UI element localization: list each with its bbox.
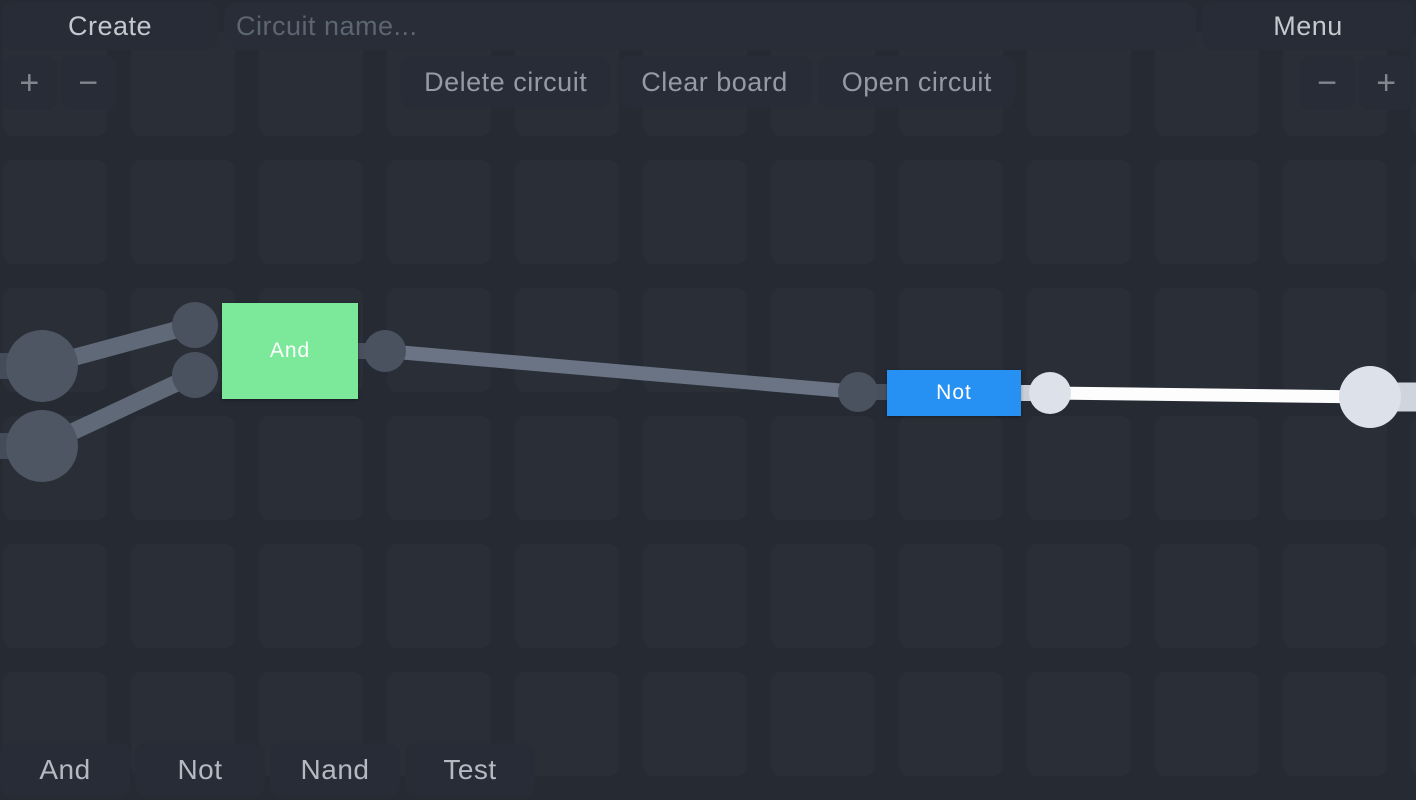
palette-item-and[interactable]: And — [0, 743, 130, 796]
gate-not[interactable]: Not — [887, 370, 1021, 416]
zoom-out-button-left[interactable]: − — [61, 56, 116, 110]
zoom-in-button-left[interactable]: + — [2, 56, 57, 110]
zoom-controls-right: − + — [1299, 56, 1414, 110]
not-output-terminal[interactable] — [1029, 372, 1071, 414]
palette-item-nand[interactable]: Nand — [270, 743, 400, 796]
wire-not-to-output — [1049, 386, 1371, 404]
open-circuit-button[interactable]: Open circuit — [817, 56, 1016, 108]
not-input-terminal[interactable] — [838, 372, 878, 412]
and-input-terminal-1[interactable] — [172, 302, 218, 348]
palette-item-test[interactable]: Test — [405, 743, 535, 796]
delete-circuit-button[interactable]: Delete circuit — [400, 56, 612, 108]
toolbar-row: + − Delete circuit Clear board Open circ… — [2, 56, 1414, 110]
zoom-out-button-right[interactable]: − — [1299, 56, 1355, 110]
create-button[interactable]: Create — [2, 2, 218, 50]
zoom-controls-left: + − — [2, 56, 116, 110]
menu-button[interactable]: Menu — [1202, 2, 1414, 50]
input-node-1[interactable] — [6, 330, 78, 402]
gate-and[interactable]: And — [222, 303, 358, 399]
wire-and-to-not — [384, 344, 859, 399]
clear-board-button[interactable]: Clear board — [617, 56, 812, 108]
circuit-name-input[interactable] — [224, 2, 1196, 50]
output-node[interactable] — [1339, 366, 1401, 428]
palette-item-not[interactable]: Not — [135, 743, 265, 796]
and-output-terminal[interactable] — [364, 330, 406, 372]
top-bar: Create Menu — [2, 2, 1414, 50]
and-input-terminal-2[interactable] — [172, 352, 218, 398]
input-node-2[interactable] — [6, 410, 78, 482]
zoom-in-button-right[interactable]: + — [1358, 56, 1414, 110]
circuit-toolbar: Delete circuit Clear board Open circuit — [400, 56, 1016, 108]
